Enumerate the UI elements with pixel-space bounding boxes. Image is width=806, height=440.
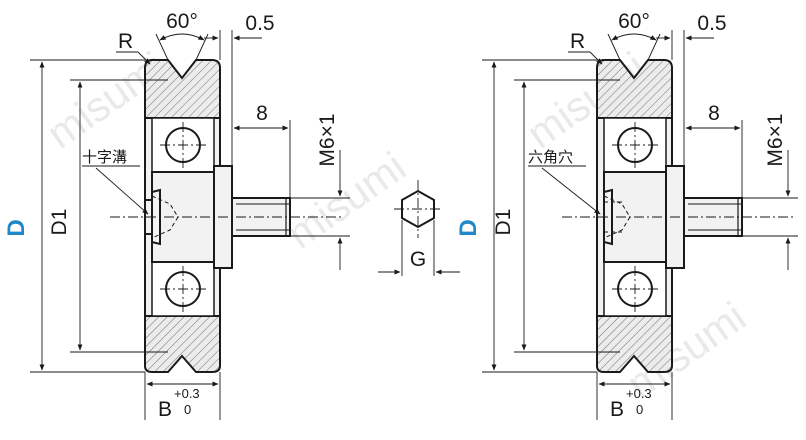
hex-outline (401, 189, 435, 229)
angle-label: 60° (166, 10, 198, 33)
socket-leader (541, 167, 601, 215)
shaft-length-label: 8 (256, 102, 268, 125)
thread-label: M6×1 (764, 113, 787, 166)
socket-label: 六角穴 (528, 149, 573, 166)
thread-label: M6×1 (316, 113, 339, 166)
gap-label: 0.5 (245, 12, 274, 35)
width-label: B (610, 398, 624, 421)
hex-size-label: G (410, 248, 426, 271)
tolerance-upper: +0.3 (174, 386, 200, 401)
angle-arc (159, 33, 205, 41)
roller-view-hex-socket: D D1 六角穴 R 60° 0.5 8 M6×1 (455, 10, 798, 421)
outer-diameter-label: D (455, 219, 482, 236)
shaft-length-label: 8 (708, 102, 720, 125)
socket-leader (95, 167, 149, 215)
inner-diameter-label: D1 (48, 209, 71, 236)
socket-label: 十字溝 (82, 149, 127, 166)
tolerance-lower: 0 (636, 402, 643, 417)
outer-diameter-label: D (3, 219, 30, 236)
width-label: B (158, 398, 172, 421)
gap-label: 0.5 (697, 12, 726, 35)
radius-label: R (118, 30, 133, 53)
radius-label: R (570, 30, 585, 53)
roller-section (561, 59, 795, 373)
angle-label: 60° (618, 10, 650, 33)
angle-arc (611, 33, 657, 41)
hex-socket-view: G (378, 180, 460, 276)
watermark: misumi (278, 143, 414, 258)
tolerance-lower: 0 (184, 402, 191, 417)
roller-view-cross-slot: D D1 十字溝 R 60° 0.5 8 M6×1 (3, 10, 350, 421)
tolerance-upper: +0.3 (626, 386, 652, 401)
inner-diameter-label: D1 (492, 209, 515, 236)
